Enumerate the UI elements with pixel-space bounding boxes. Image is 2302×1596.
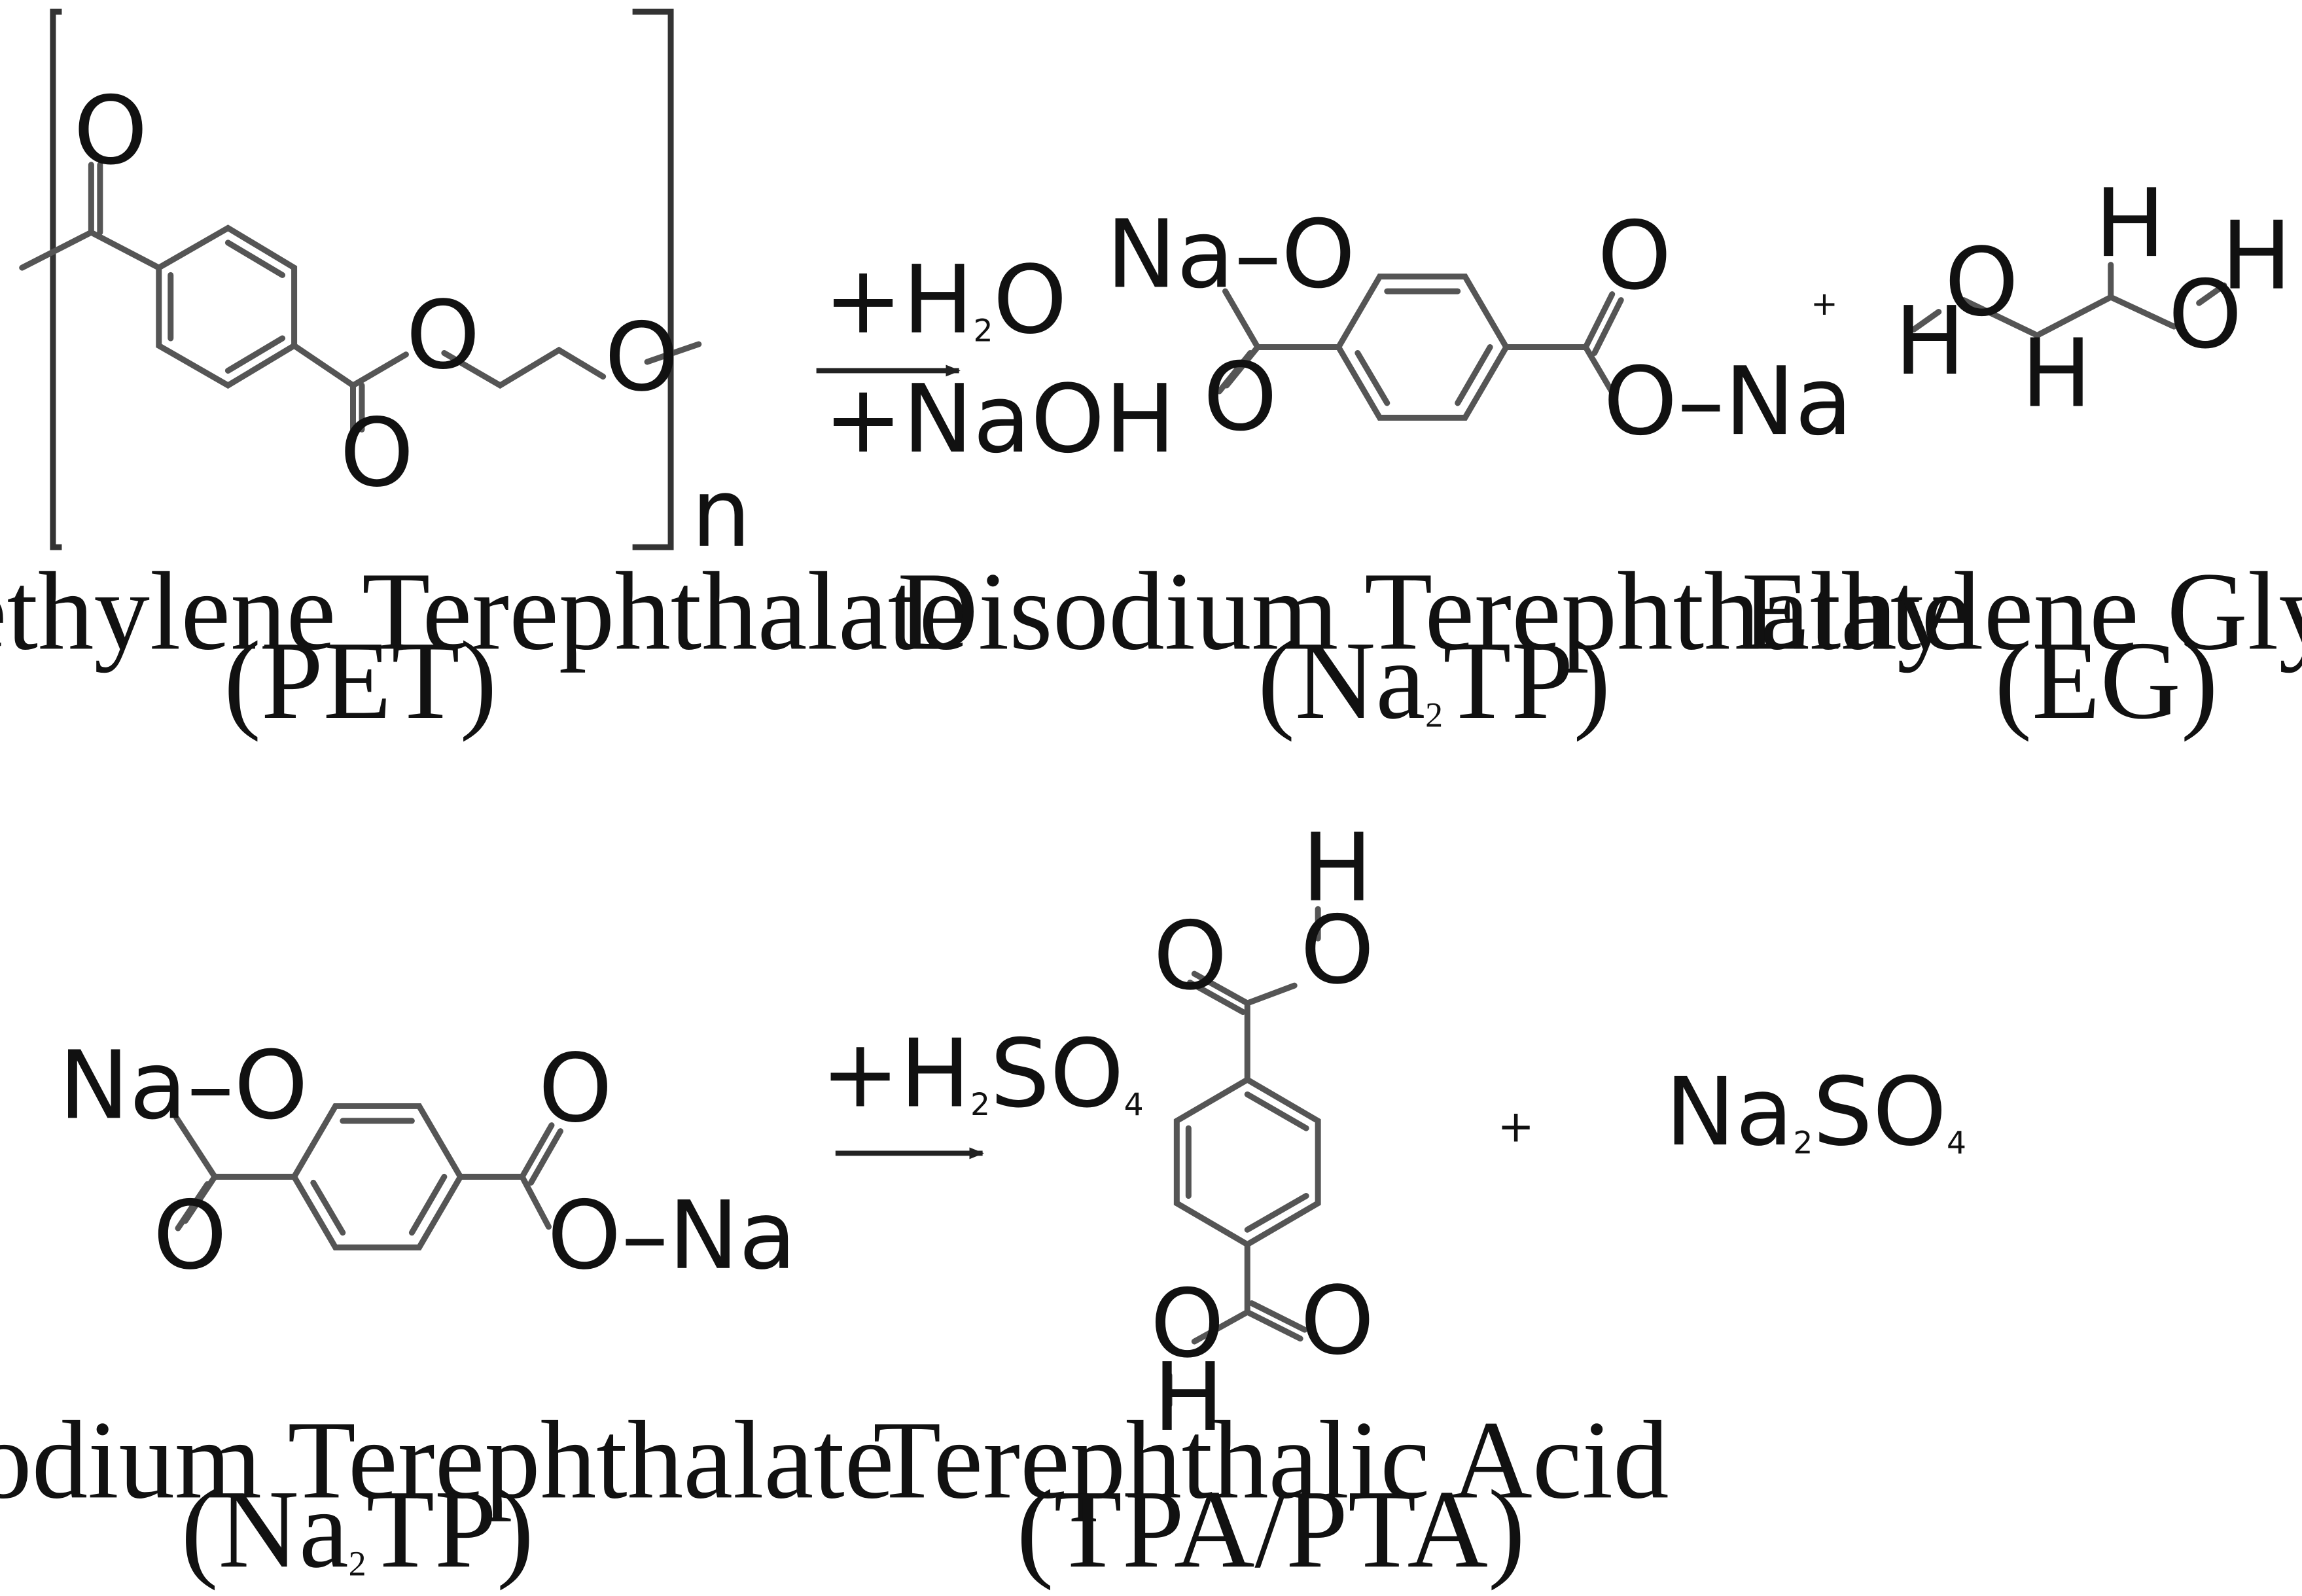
o-na-bottom-label: O–Na [1603, 346, 1852, 456]
na2tp-carbonyl-o-right: O [1597, 201, 1671, 311]
tpa-h-bottom: H [1153, 1342, 1224, 1452]
pet-abbr: (PET) [224, 618, 497, 742]
eg-o-left: O [1945, 227, 2019, 337]
eg-h-bottom: H [2021, 318, 2092, 428]
tpa-name: Terephthalic Acid [873, 1398, 1669, 1521]
pet-ester-o-1: O [406, 280, 480, 390]
eg-name: Ethylene Glycol [1742, 549, 2302, 673]
eg-o-right: O [2168, 260, 2242, 370]
eg-abbr: (EG) [1994, 618, 2218, 742]
ethylene-glycol-structure: H O H H O H [1894, 168, 2292, 428]
plus-sign-1: + [1811, 285, 1837, 323]
repeat-unit-n: n [692, 458, 751, 568]
na2tp-structure-2: Na–O O O O–Na [59, 1030, 796, 1290]
tpa-o-top-carbonyl: O [1153, 901, 1227, 1011]
tpa-h-top: H [1302, 813, 1372, 923]
na2tp-carbonyl-o-left: O [1203, 342, 1277, 452]
tpa-o-bottom-hydroxyl: O [1150, 1269, 1224, 1379]
na2tp2-carbonyl-o-right: O [539, 1033, 612, 1143]
tpa-structure: H O O O O H [1150, 813, 1375, 1452]
na2tp-name-1: Disodium Terephthalate [897, 549, 1971, 673]
na2tp2-carbonyl-o-left: O [153, 1180, 227, 1290]
left-bracket [50, 9, 62, 550]
reagent-sulfuric-acid: +H2SO4 [821, 1018, 1143, 1128]
reagent-water: +H2O [824, 245, 1067, 355]
tpa-abbr: (TPA/PTA) [1017, 1467, 1525, 1591]
pet-carbonyl-o-top: O [73, 76, 147, 186]
pet-bonds [19, 162, 702, 433]
na-o-top-label: Na–O [1106, 199, 1355, 309]
na2tp-name-2: Disodium Terephthalate [0, 1398, 894, 1521]
eg-h-left: H [1894, 286, 1965, 396]
eg-h-right: H [2221, 201, 2292, 311]
eg-h-top: H [2095, 168, 2165, 278]
plus-sign-2: + [1497, 1100, 1534, 1152]
right-bracket [632, 9, 674, 550]
pet-ester-o-2: O [605, 302, 679, 412]
na-o-top-label-2: Na–O [59, 1030, 308, 1140]
sodium-sulfate-label: Na2SO4 [1665, 1057, 1966, 1167]
pet-structure: n O O O O [19, 9, 751, 568]
o-na-bottom-label-2: O–Na [547, 1180, 796, 1290]
reagent-naoh: +NaOH [824, 364, 1176, 474]
tpa-o-bottom-carbonyl: O [1300, 1266, 1374, 1375]
na2tp-structure-1: Na–O O O O–Na [1106, 199, 1852, 456]
pet-carbonyl-o-bottom: O [340, 398, 414, 508]
pet-name: Polyethylene Terephthalate [0, 549, 968, 673]
tpa-o-top-hydroxyl: O [1300, 895, 1374, 1005]
